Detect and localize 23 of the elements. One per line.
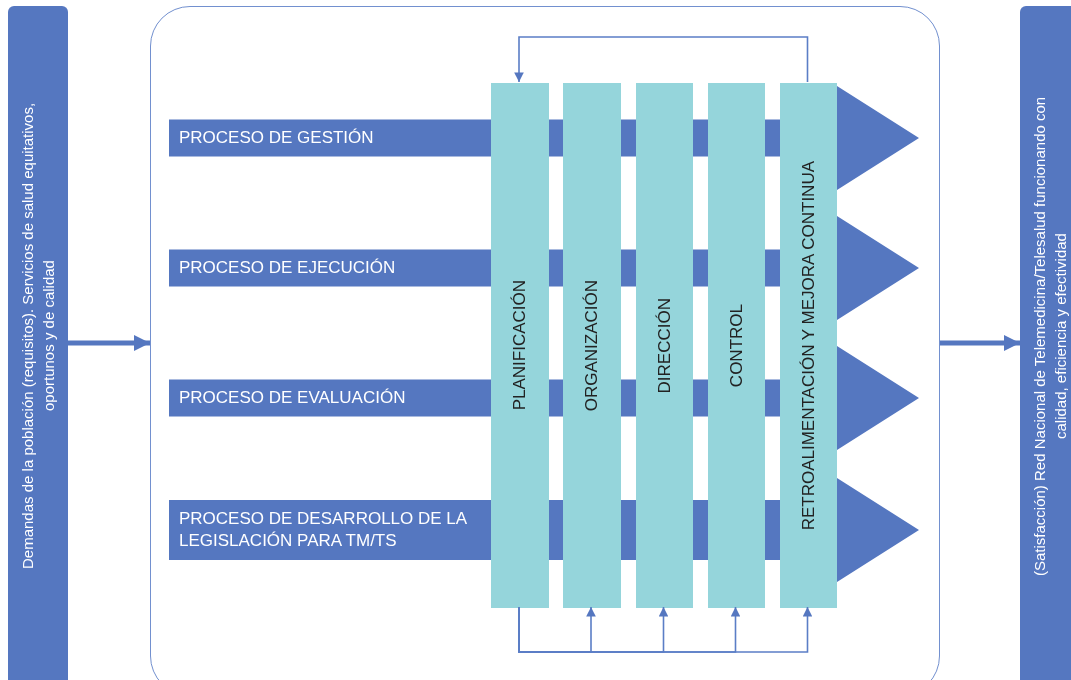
function-column: [636, 83, 693, 608]
process-label: PROCESO DE GESTIÓN: [179, 127, 375, 149]
output-panel: [1020, 6, 1071, 680]
process-label: PROCESO DE DESARROLLO DE LA LEGISLACIÓN PARA TM/TS: [179, 508, 468, 552]
arrow: [940, 335, 1020, 351]
feedback-arrow: [514, 36, 809, 83]
panel-text: (Satisfacción) Red Nacional de Telemedicina/Telesalud funcionando con calidad, eficiencia y efectividad: [1030, 95, 1070, 578]
process-label: PROCESO DE EVALUACIÓN: [179, 387, 407, 409]
function-column: [491, 83, 549, 608]
input-panel: [8, 6, 68, 680]
column-label: CONTROL: [726, 303, 747, 388]
column-label: PLANIFICACIÓN: [510, 280, 530, 411]
function-column: [780, 83, 837, 608]
process-label: PROCESO DE EJECUCIÓN: [179, 257, 397, 279]
function-column: [708, 83, 765, 608]
function-column: [563, 83, 621, 608]
arrow: [68, 335, 150, 351]
column-label: ORGANIZACIÓN: [582, 279, 602, 412]
column-label: DIRECCIÓN: [654, 297, 675, 394]
process-frame: [150, 6, 940, 680]
column-label: RETROALIMENTACIÓN Y MEJORA CONTINUA: [798, 160, 819, 531]
feedback-arrow: [518, 606, 813, 653]
panel-text: Demandas de la población (requisitos). Servicios de salud equitativos, oportunos y de calidad: [18, 101, 58, 572]
